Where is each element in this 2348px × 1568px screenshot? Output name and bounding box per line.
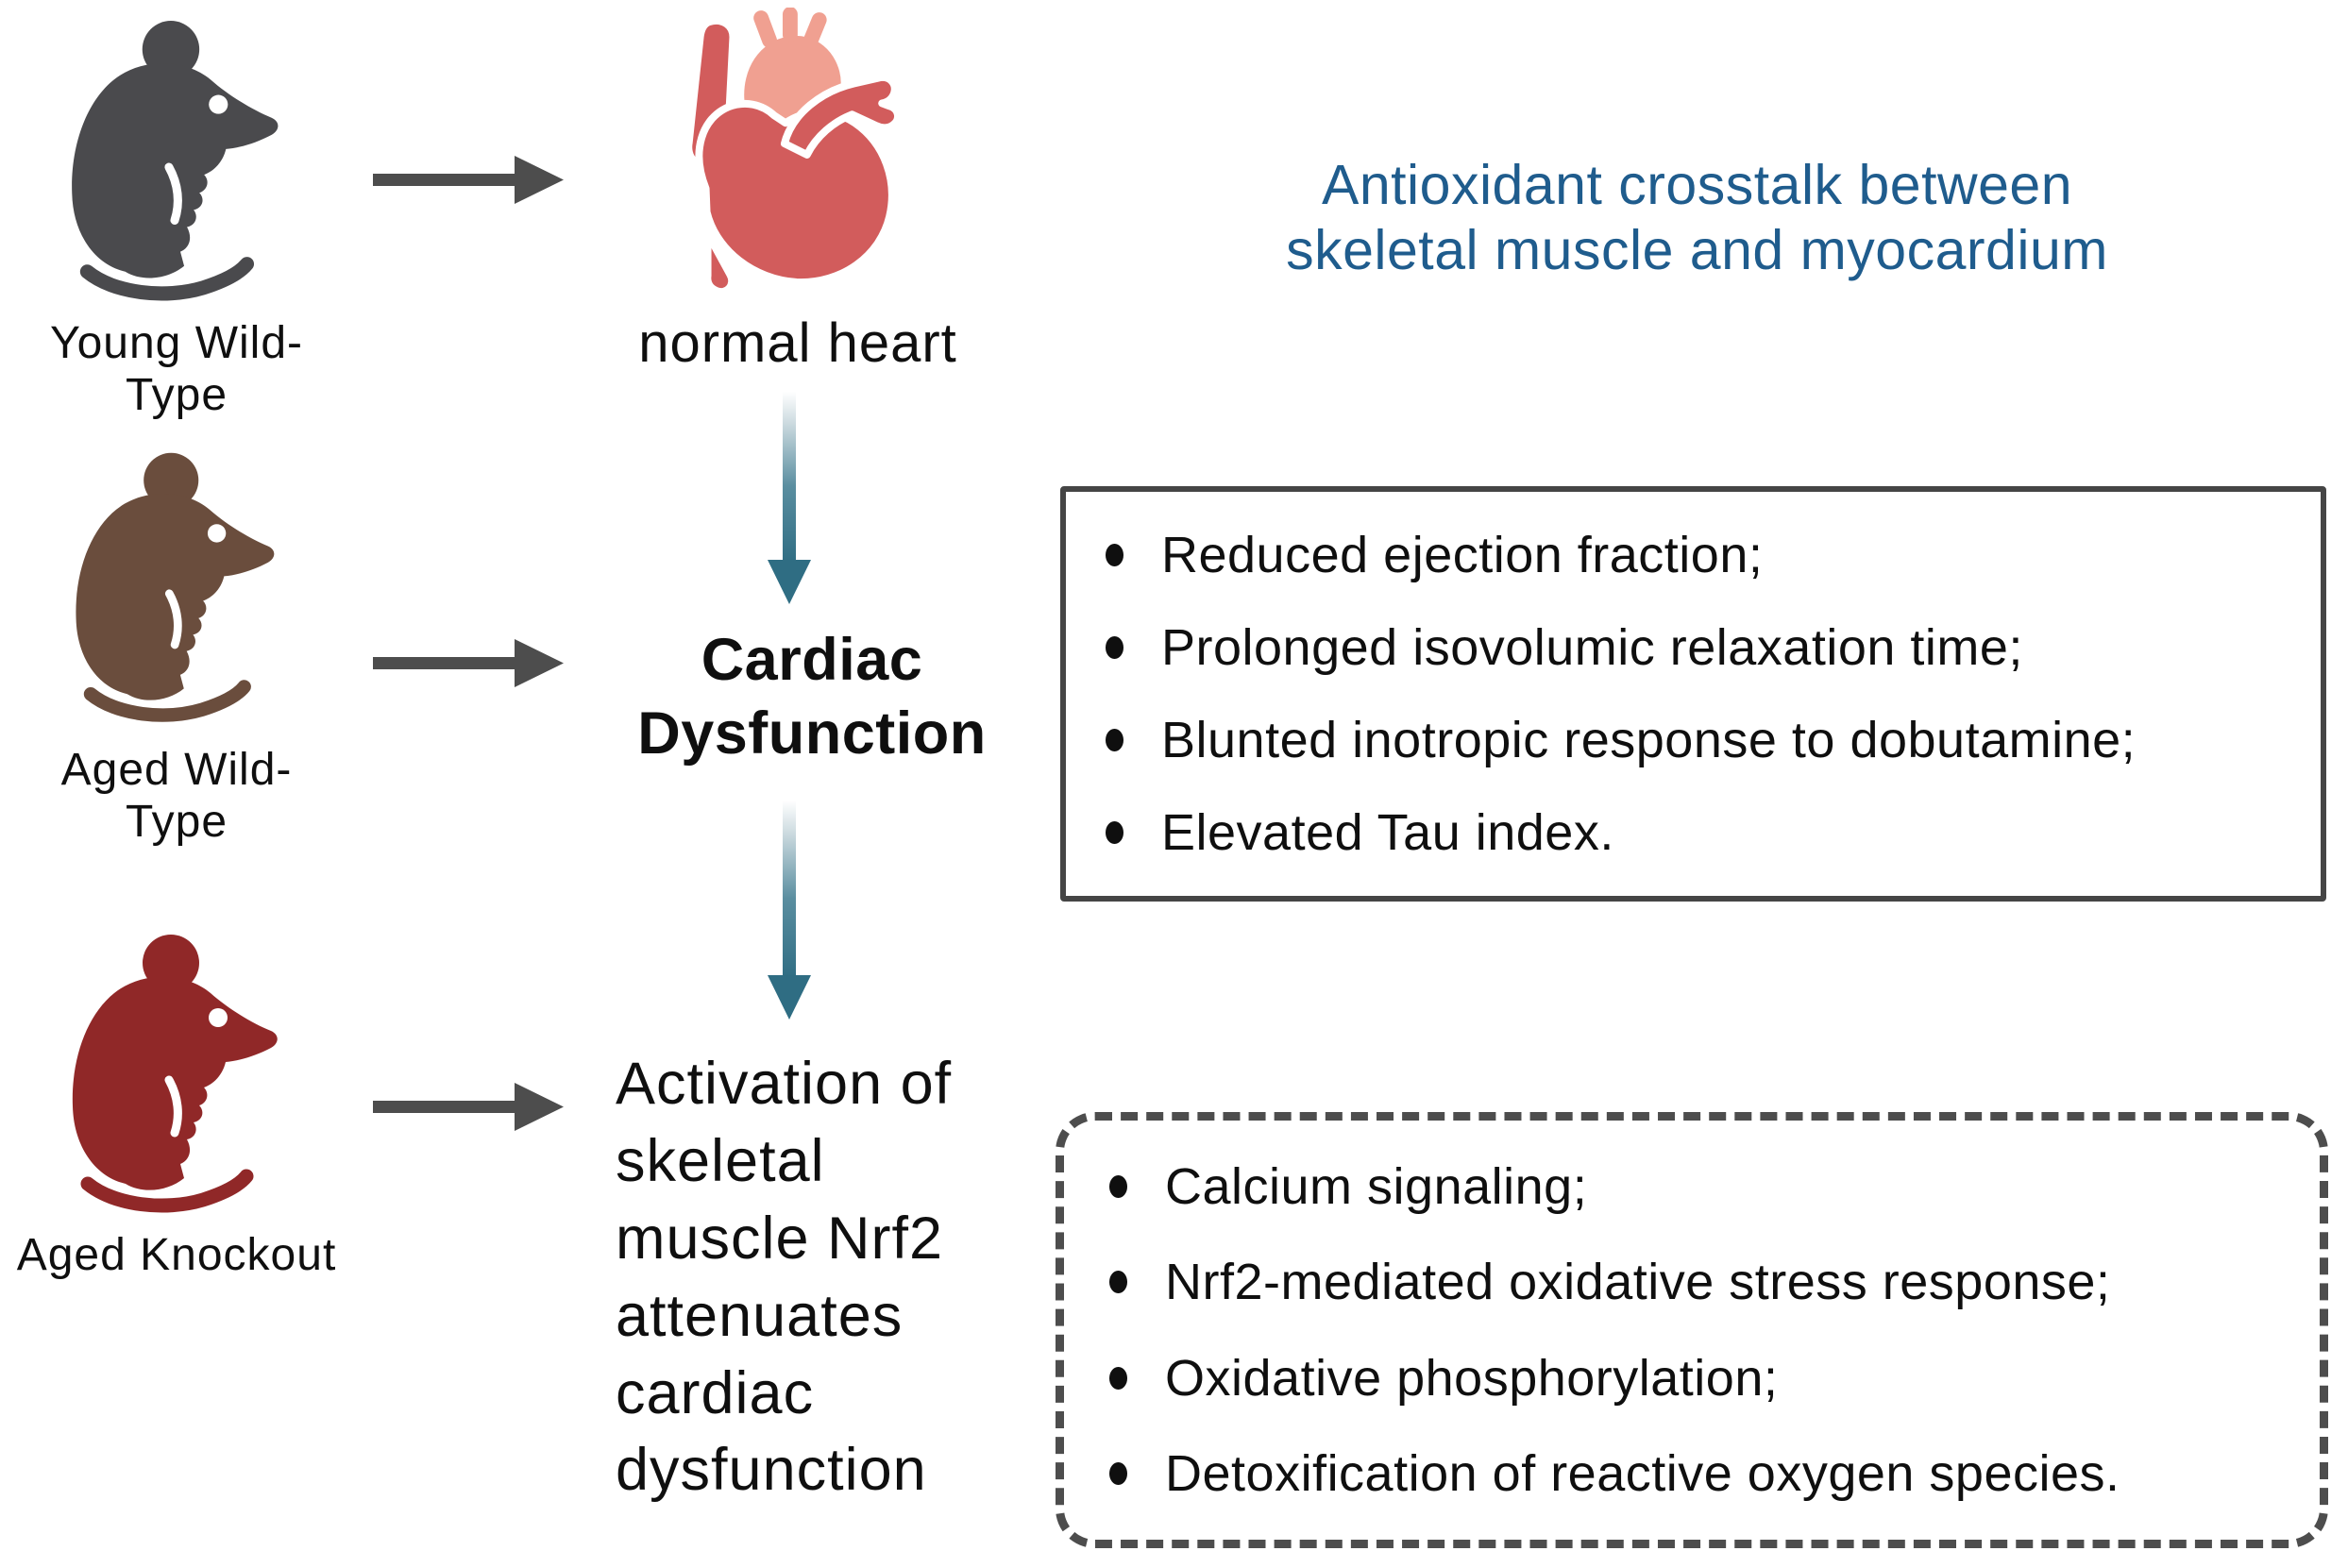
mouse-tail bbox=[79, 257, 255, 301]
list-item: Calcium signaling; bbox=[1109, 1157, 2320, 1216]
bullet-dot bbox=[1109, 1366, 1127, 1390]
pathways-list: Calcium signaling; Nrf2-mediated oxidati… bbox=[1109, 1121, 2320, 1540]
heart-ventricle bbox=[695, 100, 896, 286]
heart-pulmonary-branch bbox=[780, 74, 902, 159]
mouse-arm-line bbox=[164, 589, 182, 649]
heart-aorta-stubs bbox=[753, 8, 827, 48]
mouse-eye bbox=[209, 94, 228, 114]
list-item: Detoxification of reactive oxygen specie… bbox=[1109, 1444, 2320, 1503]
bullet-dot bbox=[1109, 1271, 1127, 1294]
list-item: Oxidative phosphorylation; bbox=[1109, 1349, 2320, 1408]
arrow-right-icon bbox=[373, 156, 564, 204]
mouse-label-young-wild-type: Young Wild-Type bbox=[49, 318, 304, 420]
anatomical-heart-icon bbox=[684, 8, 902, 293]
arrow-down-icon bbox=[768, 392, 811, 604]
mouse-eye bbox=[209, 1008, 228, 1027]
activation-label: Activation of skeletal muscle Nrf2 atten… bbox=[616, 1051, 953, 1504]
mouse-label-aged-knockout: Aged Knockout bbox=[16, 1230, 337, 1280]
list-item: Reduced ejection fraction; bbox=[1106, 526, 2321, 584]
mouse-tail bbox=[80, 1169, 254, 1213]
cardiac-findings-list: Reduced ejection fraction; Prolonged iso… bbox=[1106, 492, 2321, 896]
mouse-icon bbox=[76, 452, 275, 722]
mouse-icon bbox=[72, 21, 279, 301]
mouse-tail bbox=[83, 680, 251, 722]
mouse-label-aged-wild-type: Aged Wild-Type bbox=[60, 745, 293, 847]
mouse-eye bbox=[207, 524, 227, 543]
arrow-right-icon bbox=[373, 639, 564, 687]
bullet-dot bbox=[1109, 1175, 1127, 1199]
normal-heart-label: normal heart bbox=[638, 312, 957, 374]
bullet-dot bbox=[1106, 636, 1123, 659]
list-item: Nrf2-mediated oxidative stress response; bbox=[1109, 1253, 2320, 1311]
mouse-icon bbox=[72, 935, 278, 1213]
bullet-dot bbox=[1106, 821, 1123, 844]
bullet-dot bbox=[1106, 544, 1123, 566]
list-item: Elevated Tau index. bbox=[1106, 803, 2321, 862]
list-item: Blunted inotropic response to dobutamine… bbox=[1106, 711, 2321, 769]
pathways-box: Calcium signaling; Nrf2-mediated oxidati… bbox=[1056, 1112, 2328, 1548]
arrow-down-icon bbox=[768, 801, 811, 1020]
figure-title: Antioxidant crosstalk between skeletal m… bbox=[1119, 153, 2275, 283]
cardiac-dysfunction-label: Cardiac Dysfunction bbox=[637, 627, 987, 767]
mouse-arm-line bbox=[164, 162, 182, 225]
figure-title-line1: Antioxidant crosstalk between bbox=[1321, 154, 2073, 216]
bullet-dot bbox=[1109, 1461, 1127, 1485]
bullet-dot bbox=[1106, 729, 1123, 751]
cardiac-findings-box: Reduced ejection fraction; Prolonged iso… bbox=[1060, 486, 2326, 902]
figure-title-line2: skeletal muscle and myocardium bbox=[1286, 219, 2108, 282]
arrow-right-icon bbox=[373, 1083, 564, 1131]
list-item: Prolonged isovolumic relaxation time; bbox=[1106, 618, 2321, 677]
mouse-arm-line bbox=[164, 1075, 182, 1138]
heart-lower-stub bbox=[703, 229, 736, 293]
